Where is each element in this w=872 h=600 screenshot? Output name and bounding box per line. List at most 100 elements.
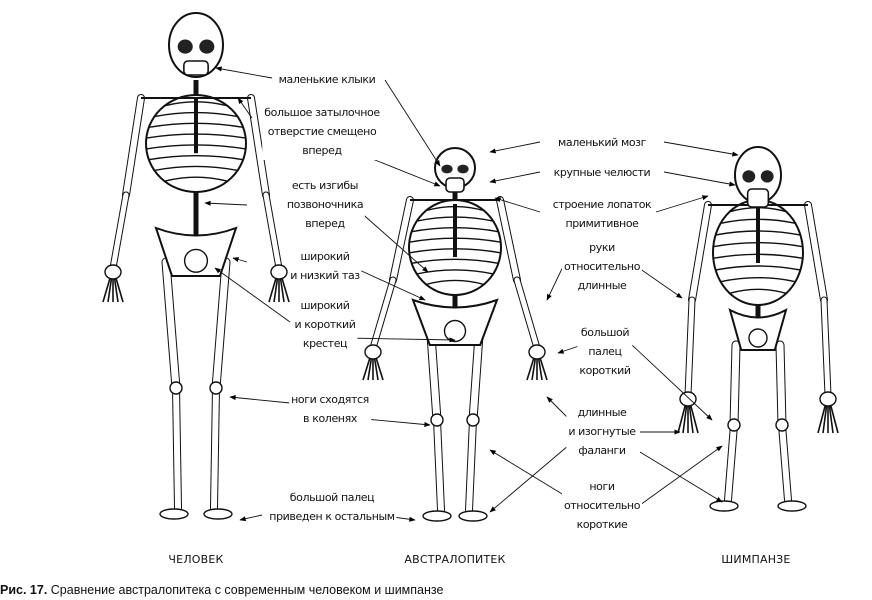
femur-fill [730,341,740,429]
forearm-fill [685,297,695,398]
pointer-arrow [489,449,573,501]
rib [148,154,244,161]
rib [425,279,485,286]
palm [679,391,697,407]
humerus-fill [805,202,827,303]
humerus-fill [248,95,269,198]
tibia-fill [211,385,219,511]
caption-australopithecus: АВСТРАЛОПИТЕК [404,553,506,566]
rib [154,165,238,172]
knee [466,413,480,427]
pointer-arrow [663,141,739,157]
rib [729,288,787,295]
skull [168,12,224,78]
pointer-arrow [639,445,723,506]
pelvic-opening [443,319,467,343]
forearm-fill [370,277,396,351]
femur-fill [427,331,441,424]
humerus-fill [497,197,520,283]
rib [715,265,801,271]
pointer-arrow [663,171,736,187]
pelvic-opening [748,328,768,348]
human-skeleton [102,12,290,520]
figure-caption: Рис. 17. Сравнение австралопитека с совр… [0,583,443,597]
label-large-jaws: крупные челюсти [551,163,653,182]
femur-fill [212,258,230,392]
knee [430,413,444,427]
pointer-arrow [237,97,253,119]
knee [169,381,183,395]
eye-socket [441,164,453,174]
eye-socket [742,170,756,183]
rib [720,277,796,283]
palm [364,344,382,360]
pointer-arrow [214,267,291,323]
knee [209,381,223,395]
pointer-arrow [239,514,263,522]
eye-socket [760,170,774,183]
eye-socket [177,39,193,54]
pointer-arrow [357,209,429,273]
palm [528,344,546,360]
jaw [445,177,465,193]
knee [727,418,741,432]
pointer-arrow [384,79,441,167]
tibia-fill [434,417,444,513]
pointer-arrow [546,396,571,421]
forearm-fill [514,277,540,351]
figure-caption-text: Сравнение австралопитека с современным ч… [50,583,444,597]
pointer-arrow [494,197,541,213]
forearm-fill [821,297,831,398]
chimpanzee-skeleton [677,146,839,512]
label-small-brain: маленький мозг [555,133,649,152]
femur-fill [776,341,786,429]
pointer-arrow [489,171,541,184]
pointer-arrow [635,265,683,299]
rib [411,258,499,265]
pointer-arrow [229,395,291,404]
rib [416,269,494,275]
pointer-arrow [215,66,273,79]
pointer-arrow [639,451,723,503]
tibia-fill [173,385,181,511]
humerus-fill [390,197,413,283]
foot [709,500,739,512]
tibia-fill [779,422,791,503]
foot [422,510,452,522]
foot [159,508,189,520]
forearm-fill [263,192,282,271]
jaw [746,188,770,208]
caption-chimpanzee: ШИМПАНЗЕ [721,553,791,566]
tibia-fill [466,417,476,513]
knee [775,418,789,432]
figure-number: Рис. 17. [0,583,48,597]
jaw [183,60,209,76]
palm [270,264,288,280]
label-small-canines: маленькие клыки [276,70,378,89]
pointer-arrow [204,200,248,206]
palm [819,391,837,407]
femur-fill [162,258,180,392]
rib [164,176,228,182]
australopithecus-skeleton [362,147,548,522]
forearm-fill [110,192,129,271]
foot [777,500,807,512]
pointer-arrow [489,141,541,154]
palm [104,264,122,280]
pointer-arrow [344,337,456,343]
foot [203,508,233,520]
pelvic-opening [183,248,209,273]
tibia-fill [725,422,737,503]
